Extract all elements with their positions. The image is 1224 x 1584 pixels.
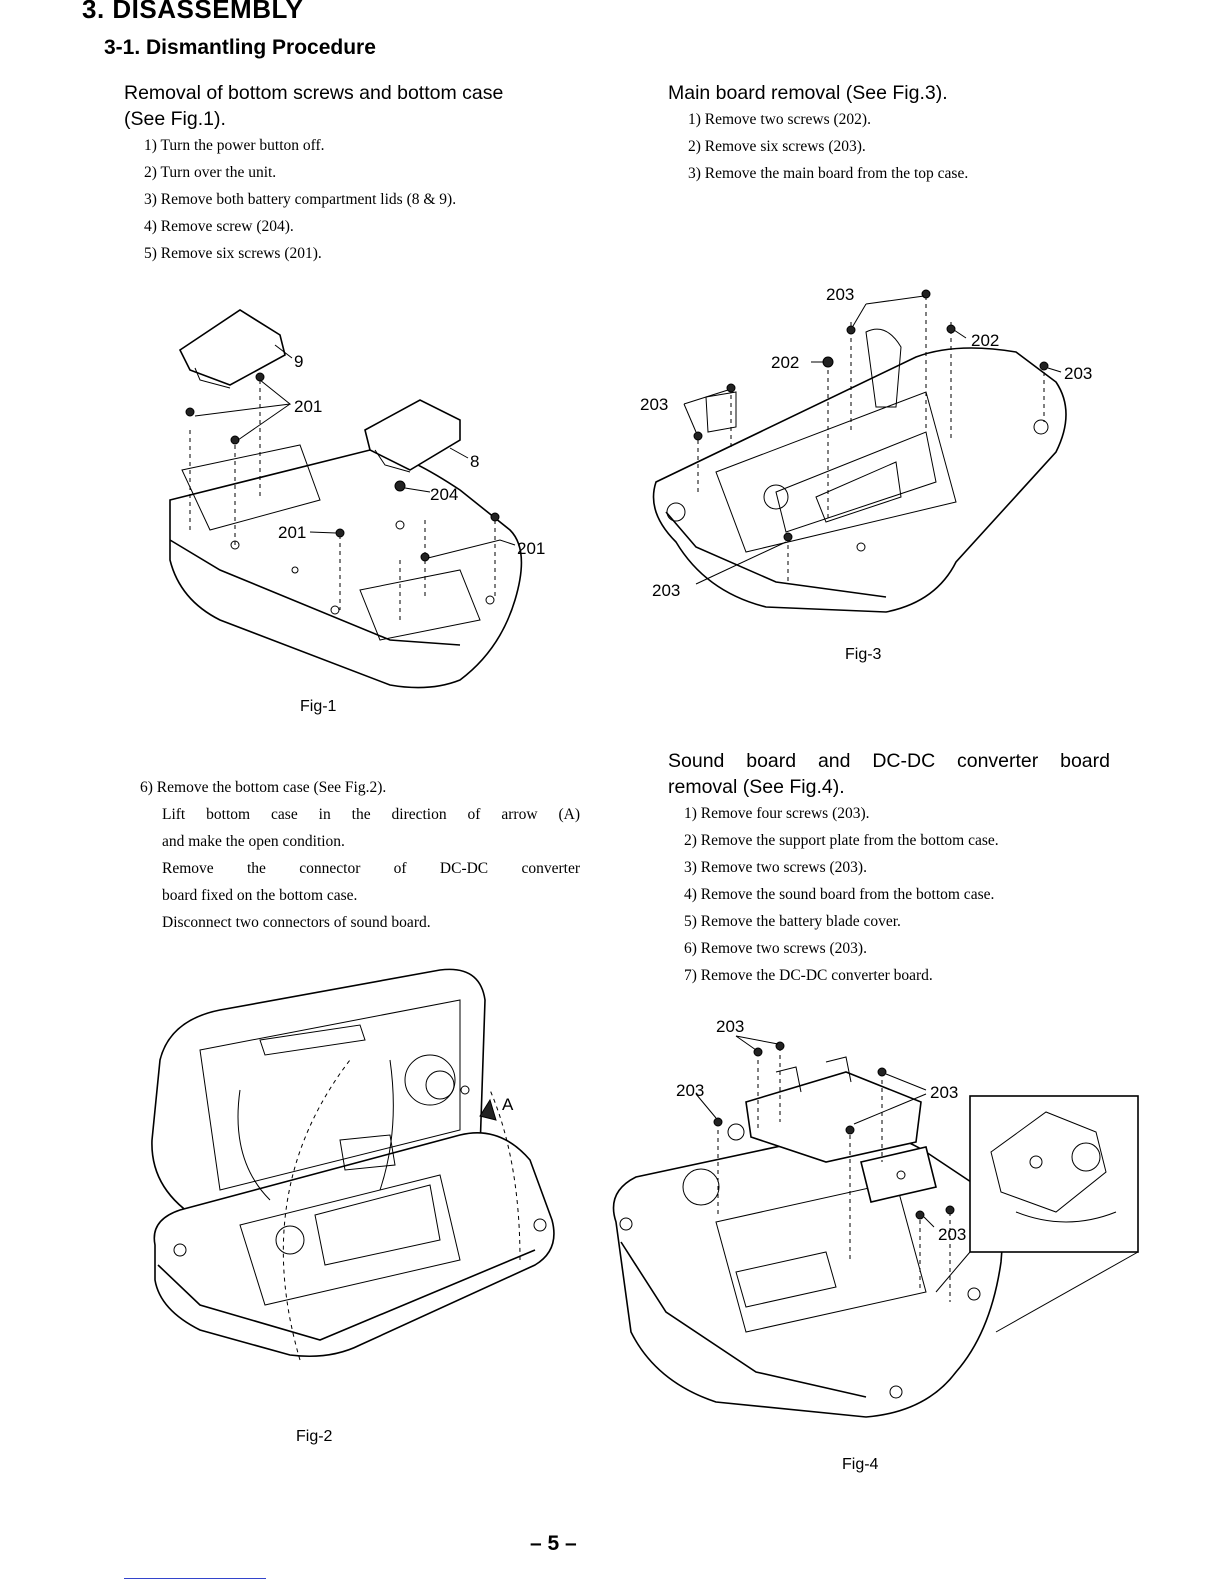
step6-line: Lift bottom case in the direction of arr… xyxy=(162,806,580,823)
label-203-left: 203 xyxy=(676,1081,704,1100)
label-9: 9 xyxy=(294,352,303,371)
list-item: 3) Remove the main board from the top ca… xyxy=(688,165,969,182)
sound-board-heading-cont: removal (See Fig.4). xyxy=(668,776,845,798)
list-item: 1) Remove four screws (203). xyxy=(684,805,870,822)
list-item: 1) Remove two screws (202). xyxy=(688,111,871,128)
fig4-illustration: 203 203 203 203 xyxy=(612,1017,1139,1418)
label-203-lower: 203 xyxy=(938,1225,966,1244)
list-item: 4) Remove screw (204). xyxy=(144,218,294,235)
step6-line: board fixed on the bottom case. xyxy=(162,887,358,904)
step6-section: 6) Remove the bottom case (See Fig.2). L… xyxy=(140,774,580,936)
list-item: 5) Remove the battery blade cover. xyxy=(684,913,901,930)
fig2-illustration: A xyxy=(151,968,555,1361)
list-item: 1) Turn the power button off. xyxy=(144,137,325,154)
main-board-steps: 1) Remove two screws (202). 2) Remove si… xyxy=(688,106,1138,187)
list-item: 4) Remove the sound board from the botto… xyxy=(684,886,995,903)
fig1-illustration: 9 201 8 204 201 201 xyxy=(169,309,545,689)
step6-line: Remove the connector of DC-DC converter xyxy=(162,860,580,877)
label-201-top: 201 xyxy=(294,397,322,416)
fig3-illustration: 203 202 202 203 203 203 xyxy=(640,285,1092,613)
fig2-caption: Fig-2 xyxy=(296,1428,333,1445)
list-item: 3) Remove two screws (203). xyxy=(684,859,867,876)
label-201-right: 201 xyxy=(517,539,545,558)
main-board-section: Main board removal (See Fig.3). 1) Remov… xyxy=(668,80,1138,187)
label-8: 8 xyxy=(470,452,479,471)
label-203-top: 203 xyxy=(826,285,854,304)
main-board-heading: Main board removal (See Fig.3). xyxy=(668,82,948,104)
label-203-top: 203 xyxy=(716,1017,744,1036)
bottom-case-heading: Removal of bottom screws and bottom case xyxy=(124,82,504,104)
sound-board-heading: Sound board and DC-DC converter board xyxy=(668,750,1110,772)
list-item: 6) Remove two screws (203). xyxy=(684,940,867,957)
sound-board-section: Sound board and DC-DC converter board re… xyxy=(668,748,1110,989)
section-title: 3. DISASSEMBLY xyxy=(82,0,304,24)
label-203-right: 203 xyxy=(930,1083,958,1102)
list-item: 2) Remove six screws (203). xyxy=(688,138,866,155)
fig1-caption: Fig-1 xyxy=(300,698,337,715)
page-number: – 5 – xyxy=(530,1532,577,1555)
label-203-bottom: 203 xyxy=(652,581,680,600)
step6-details: Lift bottom case in the direction of arr… xyxy=(162,801,580,936)
footer-rule xyxy=(124,1578,266,1579)
subsection-title: 3-1. Dismantling Procedure xyxy=(104,36,376,59)
list-item: 5) Remove six screws (201). xyxy=(144,245,322,262)
step6-line: Disconnect two connectors of sound board… xyxy=(162,914,431,931)
label-202-left: 202 xyxy=(771,353,799,372)
bottom-case-heading-cont: (See Fig.1). xyxy=(124,108,226,130)
label-202-right: 202 xyxy=(971,331,999,350)
list-item: 2) Remove the support plate from the bot… xyxy=(684,832,999,849)
step6-lead: Remove the bottom case (See Fig.2). xyxy=(156,779,387,796)
list-item: 2) Turn over the unit. xyxy=(144,164,277,181)
label-arrow-a: A xyxy=(502,1095,514,1114)
fig4-caption: Fig-4 xyxy=(842,1456,879,1473)
bottom-case-section: Removal of bottom screws and bottom case… xyxy=(124,80,594,267)
list-item: 3) Remove both battery compartment lids … xyxy=(144,191,457,208)
bottom-case-steps: 1) Turn the power button off. 2) Turn ov… xyxy=(144,132,594,267)
label-203-right: 203 xyxy=(1064,364,1092,383)
label-204: 204 xyxy=(430,485,458,504)
step6-number: 6) xyxy=(140,779,153,796)
sound-board-steps: 1) Remove four screws (203). 2) Remove t… xyxy=(684,800,1110,989)
fig3-caption: Fig-3 xyxy=(845,646,882,663)
label-201-middle: 201 xyxy=(278,523,306,542)
list-item: 7) Remove the DC-DC converter board. xyxy=(684,967,933,984)
label-203-left: 203 xyxy=(640,395,668,414)
step6-line: and make the open condition. xyxy=(162,833,345,850)
